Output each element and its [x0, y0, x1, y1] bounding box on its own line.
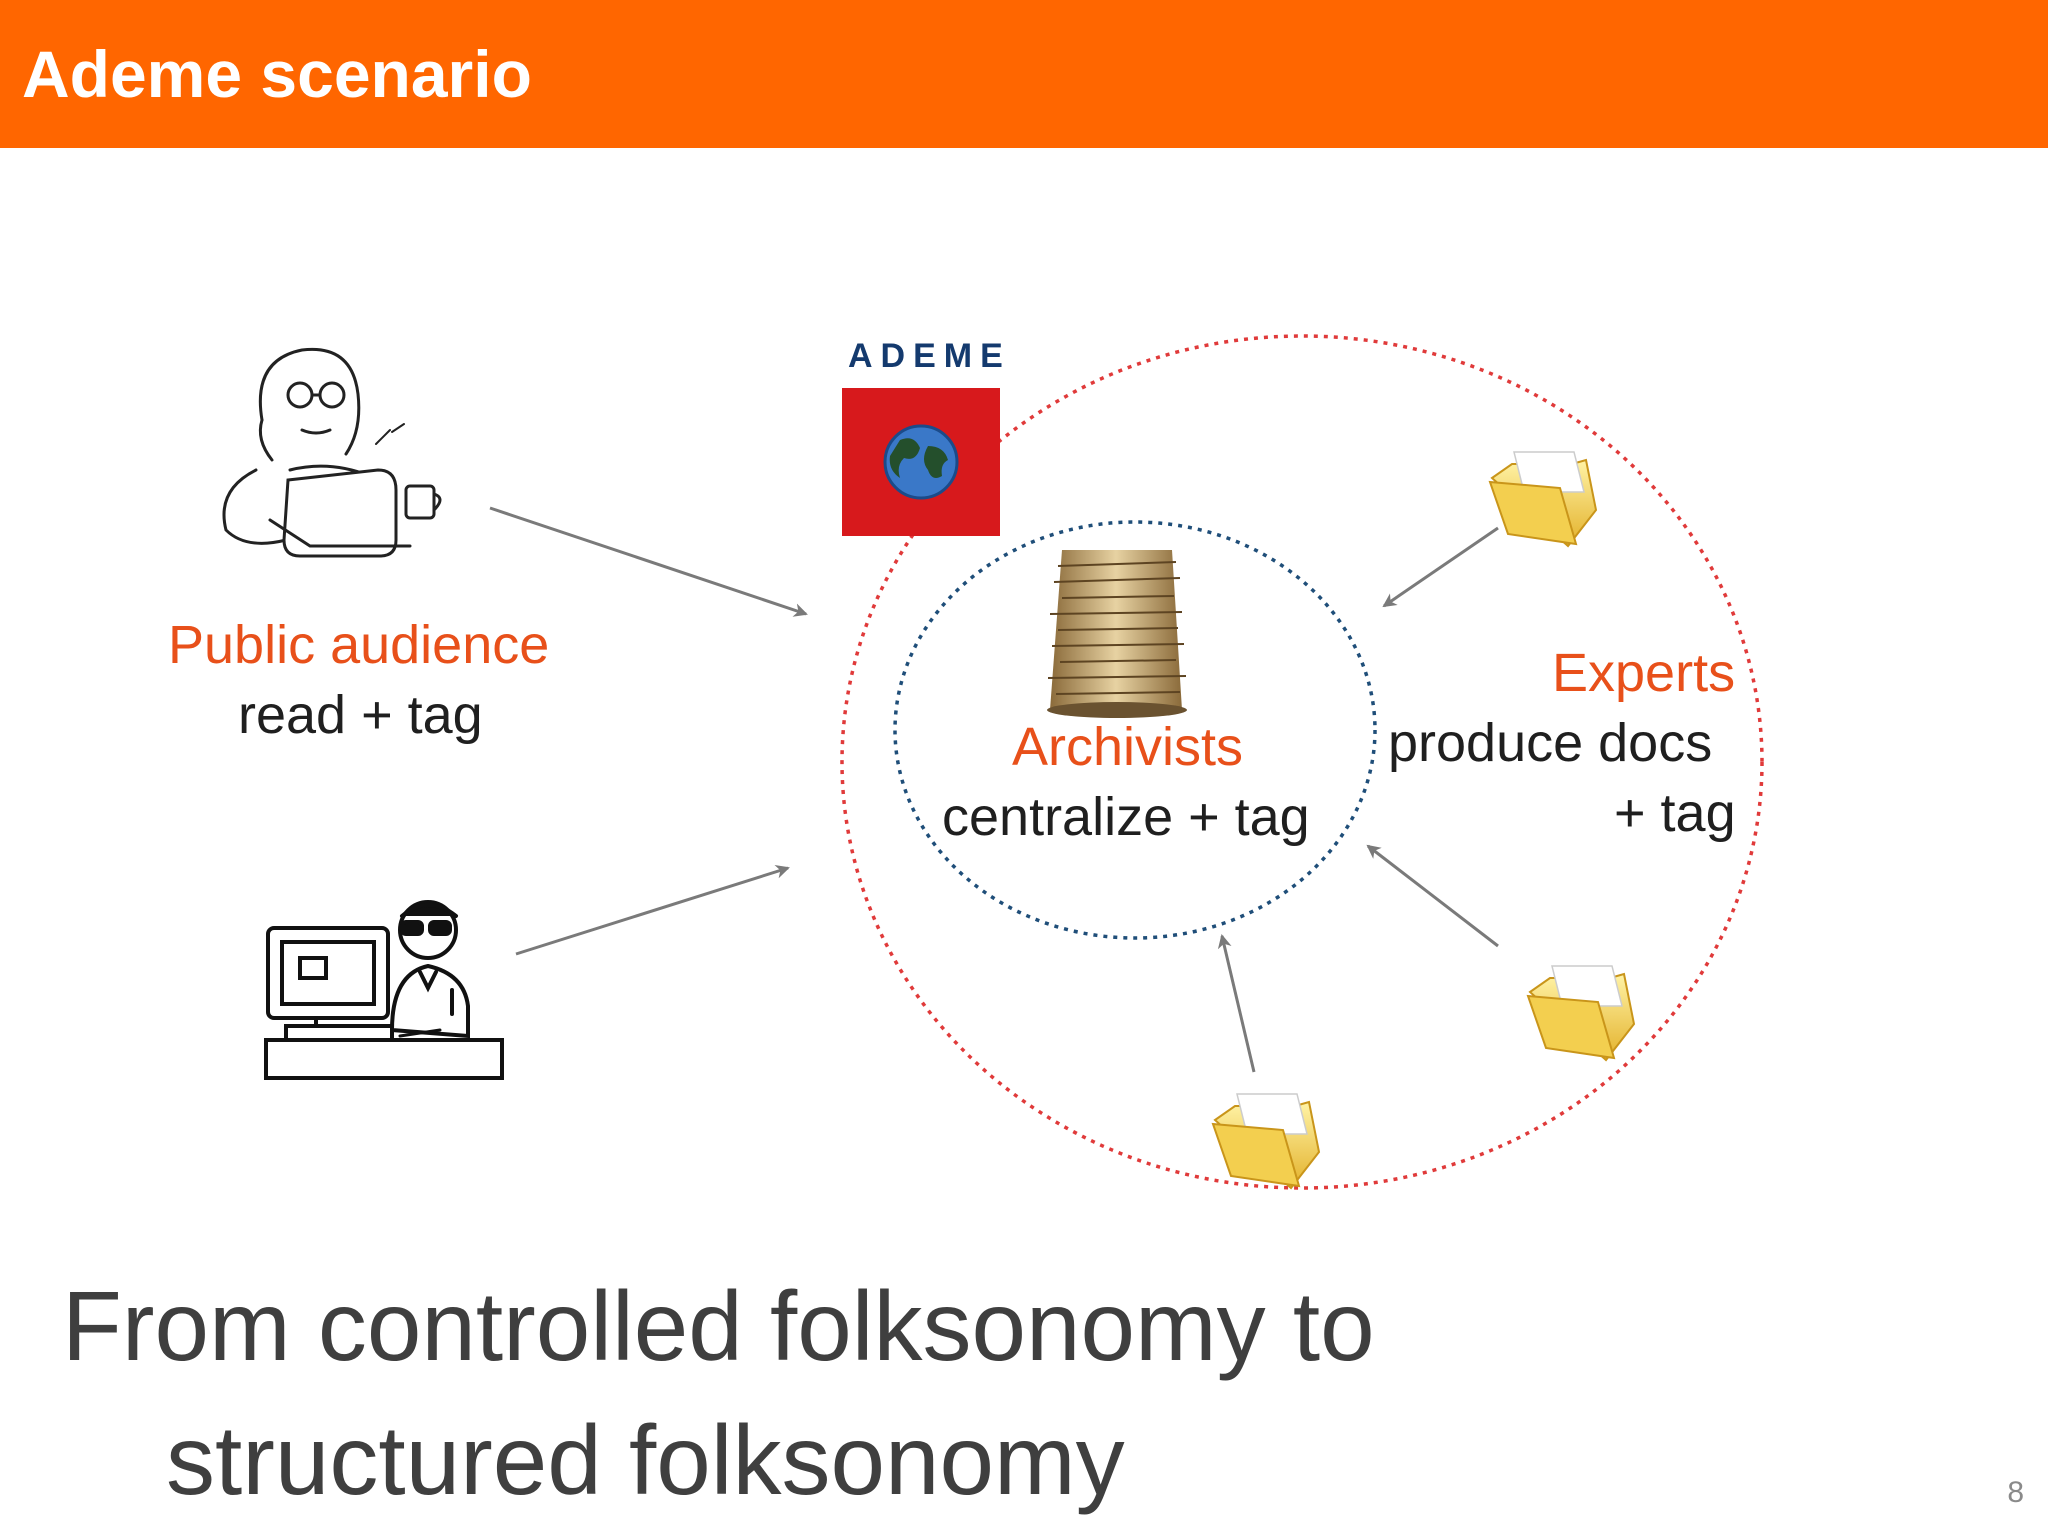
computer-user-icon — [264, 900, 504, 1080]
inner-archive-ring — [893, 520, 1377, 940]
folder-icon — [1488, 451, 1598, 548]
ademe-logo — [842, 388, 1000, 536]
arrow-folder2-to-archive — [1366, 844, 1499, 948]
footer-line-2: structured folksonomy — [166, 1405, 1125, 1515]
arrow-folder1-to-archive — [1382, 526, 1499, 608]
arrow-folder3-to-archive — [1217, 934, 1256, 1073]
arrow-user-to-ademe — [515, 864, 790, 956]
experts-action-line2: + tag — [1614, 783, 1736, 843]
folder-icon — [1211, 1093, 1321, 1190]
globe-icon — [883, 424, 959, 500]
slide-title: Ademe scenario — [22, 37, 532, 111]
arrow-public-to-ademe — [489, 506, 808, 617]
experts-label: Experts — [1552, 643, 1736, 703]
public-audience-label: Public audience — [168, 615, 550, 675]
paper-stack-icon — [1047, 550, 1187, 718]
experts-action-line1: produce docs — [1388, 713, 1713, 773]
ademe-logo-text: ADEME — [848, 337, 1011, 375]
page-number: 8 — [2007, 1476, 2024, 1509]
slide-header: Ademe scenario — [0, 0, 2048, 148]
archivists-label: Archivists — [1012, 717, 1244, 777]
reader-person-icon — [222, 347, 442, 558]
public-audience-action: read + tag — [238, 685, 483, 745]
archivists-action: centralize + tag — [942, 787, 1310, 847]
outer-organisation-ring — [840, 334, 1764, 1190]
folder-icon — [1526, 965, 1636, 1062]
footer-line-1: From controlled folksonomy to — [62, 1271, 1375, 1381]
